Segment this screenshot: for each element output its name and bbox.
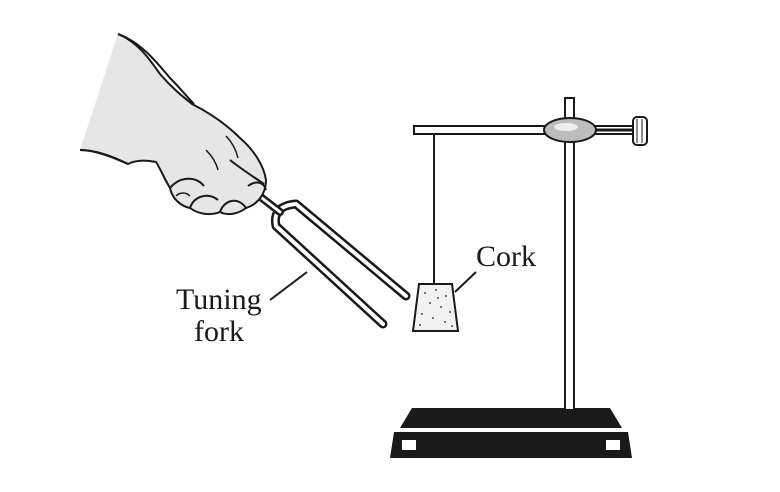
cork [411,283,460,332]
tuning-fork-leader-line [269,271,308,301]
cork-leader-line [454,271,477,293]
hand [79,33,267,216]
cork-label: Cork [476,240,536,273]
stand-base [390,408,632,458]
stand-rod [564,97,575,411]
tuning-fork-label-line1: Tuning [176,283,262,316]
clamp [543,116,648,146]
tuning-fork [258,194,411,329]
tuning-fork-label-line2: fork [194,315,244,348]
